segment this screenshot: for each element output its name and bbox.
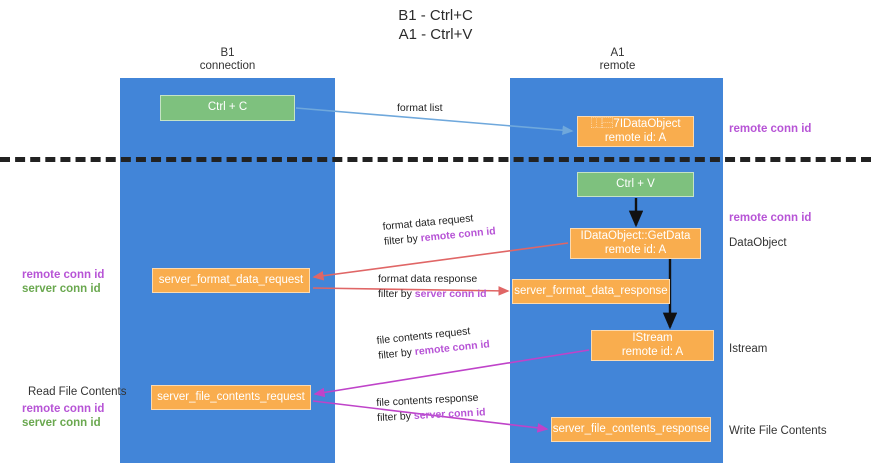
edge-label-format-list: format list <box>397 101 443 116</box>
node-get-idataobject[interactable]: ⿰⿱7IDataObject remote id: A <box>577 116 694 147</box>
page-title: B1 - Ctrl+C A1 - Ctrl+V <box>0 6 871 44</box>
node-ctrl-c[interactable]: Ctrl + C <box>160 95 295 121</box>
node-server-file-contents-request[interactable]: server_file_contents_request <box>151 385 311 410</box>
lane-a1-subtitle: remote <box>599 60 636 72</box>
edge-label-format-data-response: format data response filter by server co… <box>378 272 487 302</box>
edge-label-format-data-request: format data request filter by remote con… <box>382 209 496 250</box>
annotation-left-server-conn-id: server conn id <box>22 283 101 295</box>
title-line-2: A1 - Ctrl+V <box>398 26 473 43</box>
node-idataobject-getdata-line1: IDataObject::GetData <box>580 230 691 242</box>
node-server-format-data-response-label: server_format_data_response <box>514 284 668 297</box>
annotation-istream: Istream <box>729 343 768 355</box>
node-get-idataobject-line1: ⿰⿱7IDataObject <box>590 118 681 130</box>
node-ctrl-v-label: Ctrl + V <box>616 177 655 190</box>
filter-by-prefix: filter by <box>376 410 415 424</box>
lane-b1-subtitle: connection <box>199 60 256 72</box>
filter-by-prefix: filter by <box>377 346 416 362</box>
annotation-write-file-contents: Write File Contents <box>729 425 827 437</box>
section-divider <box>0 157 871 162</box>
lane-header-b1: B1 connection <box>120 47 335 73</box>
edge-label-file-contents-response: file contents response filter by server … <box>376 390 486 426</box>
annotation-read-file-contents: Read File Contents <box>28 386 127 398</box>
annotation-bottom-remote-conn-id: remote conn id <box>22 403 105 415</box>
node-idataobject-getdata-line2: remote id: A <box>604 243 667 256</box>
node-ctrl-v[interactable]: Ctrl + V <box>577 172 694 197</box>
node-server-file-contents-response[interactable]: server_file_contents_response <box>551 417 711 442</box>
lane-header-a1: A1 remote <box>510 47 725 73</box>
annotation-left-remote-conn-id: remote conn id <box>22 269 105 281</box>
edge-label-format-data-response-line1: format data response <box>378 273 478 285</box>
filter-by-prefix: filter by <box>383 232 422 248</box>
annotation-bottom-server-conn-id: server conn id <box>22 417 101 429</box>
filter-by-prefix: filter by <box>378 288 415 300</box>
node-istream-line1: IStream <box>632 332 673 344</box>
node-istream-line2: remote id: A <box>621 345 684 358</box>
filter-key-server-conn-id: server conn id <box>413 406 486 423</box>
lane-a1-name: A1 <box>610 47 625 59</box>
annotation-left-conn-ids: remote conn id server conn id <box>22 268 104 296</box>
node-server-format-data-response[interactable]: server_format_data_response <box>512 279 670 304</box>
node-server-format-data-request-label: server_format_data_request <box>158 273 304 286</box>
node-server-file-contents-response-label: server_file_contents_response <box>552 422 710 435</box>
lane-b1-name: B1 <box>220 47 235 59</box>
annotation-bottom-conn-ids: remote conn id server conn id <box>22 402 104 430</box>
annotation-remote-conn-id-mid: remote conn id <box>729 212 812 224</box>
title-line-1: B1 - Ctrl+C <box>398 7 473 24</box>
filter-key-server-conn-id: server conn id <box>414 288 487 300</box>
edge-label-file-contents-request: file contents request filter by remote c… <box>376 322 491 364</box>
node-get-idataobject-line2: remote id: A <box>604 131 667 144</box>
annotation-dataobject: DataObject <box>729 237 787 249</box>
node-ctrl-c-label: Ctrl + C <box>207 101 248 114</box>
edge-label-format-list-text: format list <box>397 102 443 114</box>
node-idataobject-getdata[interactable]: IDataObject::GetData remote id: A <box>570 228 701 259</box>
annotation-remote-conn-id-top: remote conn id <box>729 123 812 135</box>
node-istream[interactable]: IStream remote id: A <box>591 330 714 361</box>
node-server-file-contents-request-label: server_file_contents_request <box>157 390 305 403</box>
node-server-format-data-request[interactable]: server_format_data_request <box>152 268 310 293</box>
edge-label-format-data-response-line2: filter by server conn id <box>378 287 487 302</box>
